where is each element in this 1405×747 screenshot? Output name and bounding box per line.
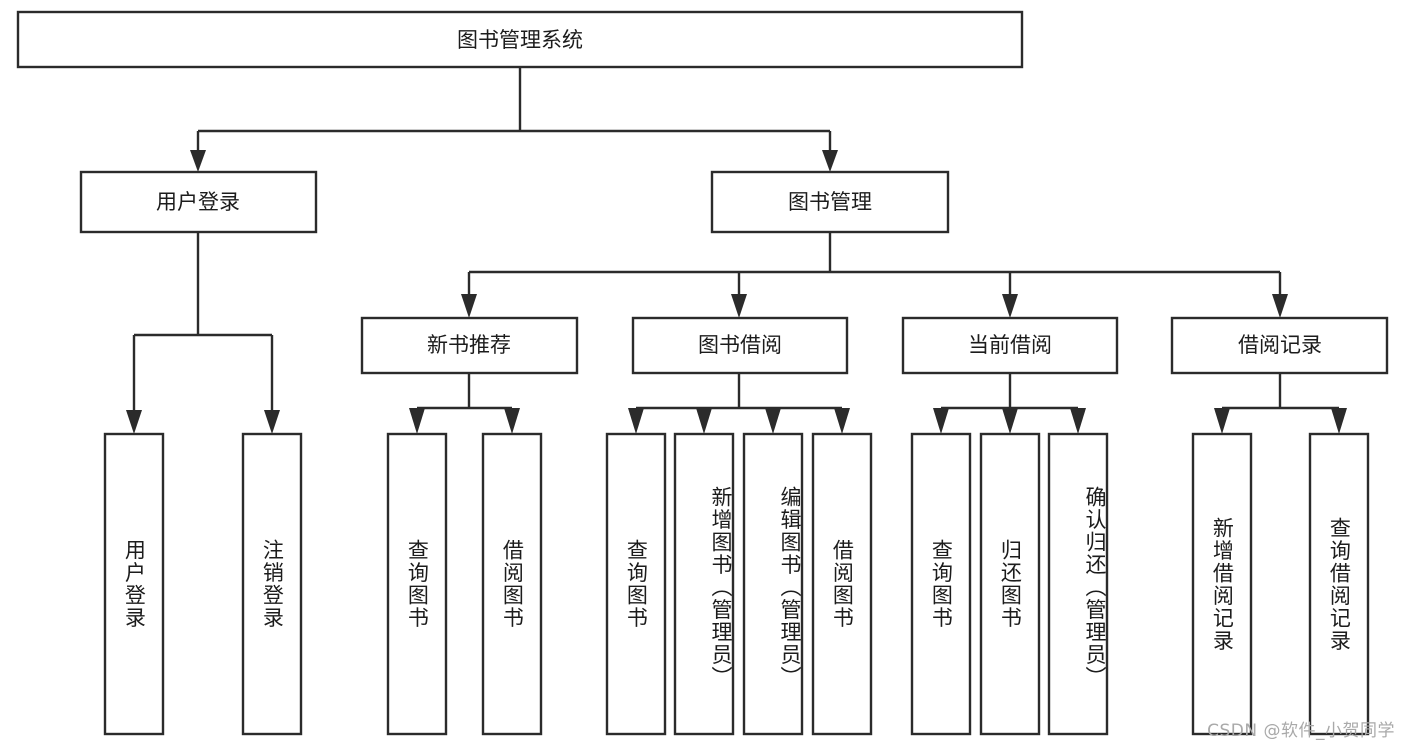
node-book-manage-box[interactable] (710, 170, 950, 234)
node-borrow-record[interactable]: 借阅记录 (1170, 316, 1389, 375)
arrow-current-leaf-3 (1070, 408, 1086, 434)
node-current-borrow-box[interactable] (901, 316, 1119, 375)
node-user-login-box[interactable] (79, 170, 318, 234)
arrow-bookmanage-child-2 (731, 294, 747, 318)
arrow-bookmanage-child-3 (1002, 294, 1018, 318)
arrow-record-leaf-2 (1331, 408, 1347, 434)
leaf-user-login-box[interactable] (103, 432, 165, 736)
node-user-login[interactable]: 用户登录 (79, 170, 318, 234)
node-book-manage[interactable]: 图书管理 (710, 170, 950, 234)
leaf-add-book-box[interactable] (673, 432, 735, 736)
leaf-add-record-box[interactable] (1191, 432, 1253, 736)
arrow-root-to-book-manage (822, 150, 838, 172)
arrow-bookmanage-child-4 (1272, 294, 1288, 318)
leaf-logout-login-box[interactable] (241, 432, 303, 736)
arrow-userlogin-leaf-2 (264, 410, 280, 434)
leaf-query-book-2-box[interactable] (605, 432, 667, 736)
node-book-manage-label: 图书管理 (788, 190, 872, 214)
leaf-query-book-3-box[interactable] (910, 432, 972, 736)
node-new-book-recommend-box[interactable] (360, 316, 579, 375)
node-borrow-record-box[interactable] (1170, 316, 1389, 375)
leaf-query-book-1-box[interactable] (386, 432, 448, 736)
node-user-login-label: 用户登录 (156, 190, 240, 214)
node-root[interactable]: 图书管理系统 (16, 10, 1024, 69)
node-new-book-recommend[interactable]: 新书推荐 (360, 316, 579, 375)
arrow-borrow-leaf-1 (628, 408, 644, 434)
arrow-userlogin-leaf-1 (126, 410, 142, 434)
node-borrow-record-label: 借阅记录 (1238, 333, 1322, 357)
node-book-borrow-label: 图书借阅 (698, 333, 782, 357)
connector-layer (126, 67, 1347, 434)
leaf-query-record-box[interactable] (1308, 432, 1370, 736)
leaf-edit-book-box[interactable] (742, 432, 804, 736)
leaf-boxes-layer (103, 432, 1370, 736)
node-current-borrow-label: 当前借阅 (968, 333, 1052, 357)
arrow-recommend-leaf-1 (409, 408, 425, 434)
arrow-record-leaf-1 (1214, 408, 1230, 434)
node-root-label: 图书管理系统 (457, 28, 583, 52)
arrow-borrow-leaf-4 (834, 408, 850, 434)
node-book-borrow-box[interactable] (631, 316, 849, 375)
arrow-current-leaf-2 (1002, 408, 1018, 434)
arrow-current-leaf-1 (933, 408, 949, 434)
arrow-recommend-leaf-2 (504, 408, 520, 434)
leaf-borrow-book-1-box[interactable] (481, 432, 543, 736)
node-new-book-recommend-label: 新书推荐 (427, 333, 511, 357)
csdn-watermark: CSDN @软件_小贺同学 (1207, 721, 1395, 741)
arrow-bookmanage-child-1 (461, 294, 477, 318)
leaf-borrow-book-2-box[interactable] (811, 432, 873, 736)
node-book-borrow[interactable]: 图书借阅 (631, 316, 849, 375)
node-root-box[interactable] (16, 10, 1024, 69)
leaf-confirm-return-box[interactable] (1047, 432, 1109, 736)
node-current-borrow[interactable]: 当前借阅 (901, 316, 1119, 375)
arrow-root-to-user-login (190, 150, 206, 172)
leaf-return-book-box[interactable] (979, 432, 1041, 736)
arrow-borrow-leaf-2 (696, 408, 712, 434)
arrow-borrow-leaf-3 (765, 408, 781, 434)
